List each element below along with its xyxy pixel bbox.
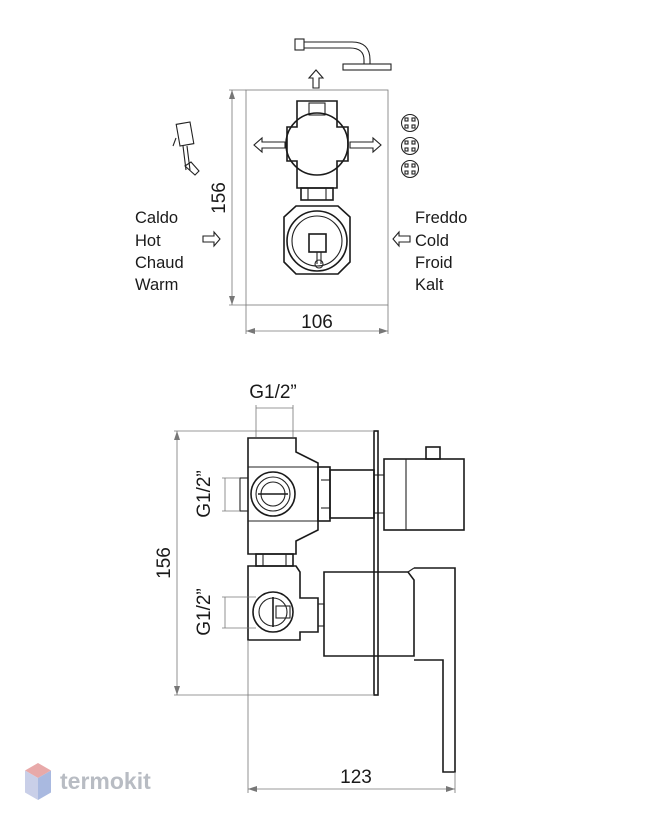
brand-watermark: termokit (25, 763, 151, 800)
hot-label-it: Caldo (135, 209, 178, 227)
flow-arrow-icon (202, 230, 221, 248)
thread-top-label: G1/2” (249, 382, 297, 403)
side-depth-dim: 123 (340, 767, 372, 788)
overhead-shower-icon (294, 38, 392, 71)
brand-name: termokit (60, 768, 151, 794)
flow-arrow-icon (349, 136, 382, 154)
cold-label-de: Kalt (415, 276, 444, 294)
flow-arrow-icon (392, 230, 411, 248)
hot-label-en: Hot (135, 232, 161, 250)
cold-label-fr: Froid (415, 254, 453, 272)
body-jets-icon (400, 113, 420, 179)
hot-inlet-labels: Caldo Hot Chaud Warm (135, 209, 184, 294)
cold-inlet-labels: Freddo Cold Froid Kalt (415, 209, 467, 294)
flow-arrow-icon (307, 69, 325, 89)
front-view: 106 156 Caldo Hot Chaud Warm Freddo Cold… (135, 38, 467, 334)
hot-label-de: Warm (135, 276, 178, 294)
hot-label-fr: Chaud (135, 254, 184, 272)
termokit-logo-icon (25, 763, 51, 800)
cold-label-it: Freddo (415, 209, 467, 227)
thread-lower-label: G1/2” (194, 588, 215, 636)
flow-arrow-icon (253, 136, 286, 154)
hand-shower-icon (172, 121, 200, 176)
side-view: G1/2” (154, 382, 465, 793)
thread-upper-label: G1/2” (194, 470, 215, 518)
front-width-dim: 106 (301, 312, 333, 333)
front-height-dim: 156 (209, 182, 230, 214)
cold-label-en: Cold (415, 232, 449, 250)
side-height-dim: 156 (154, 547, 175, 579)
